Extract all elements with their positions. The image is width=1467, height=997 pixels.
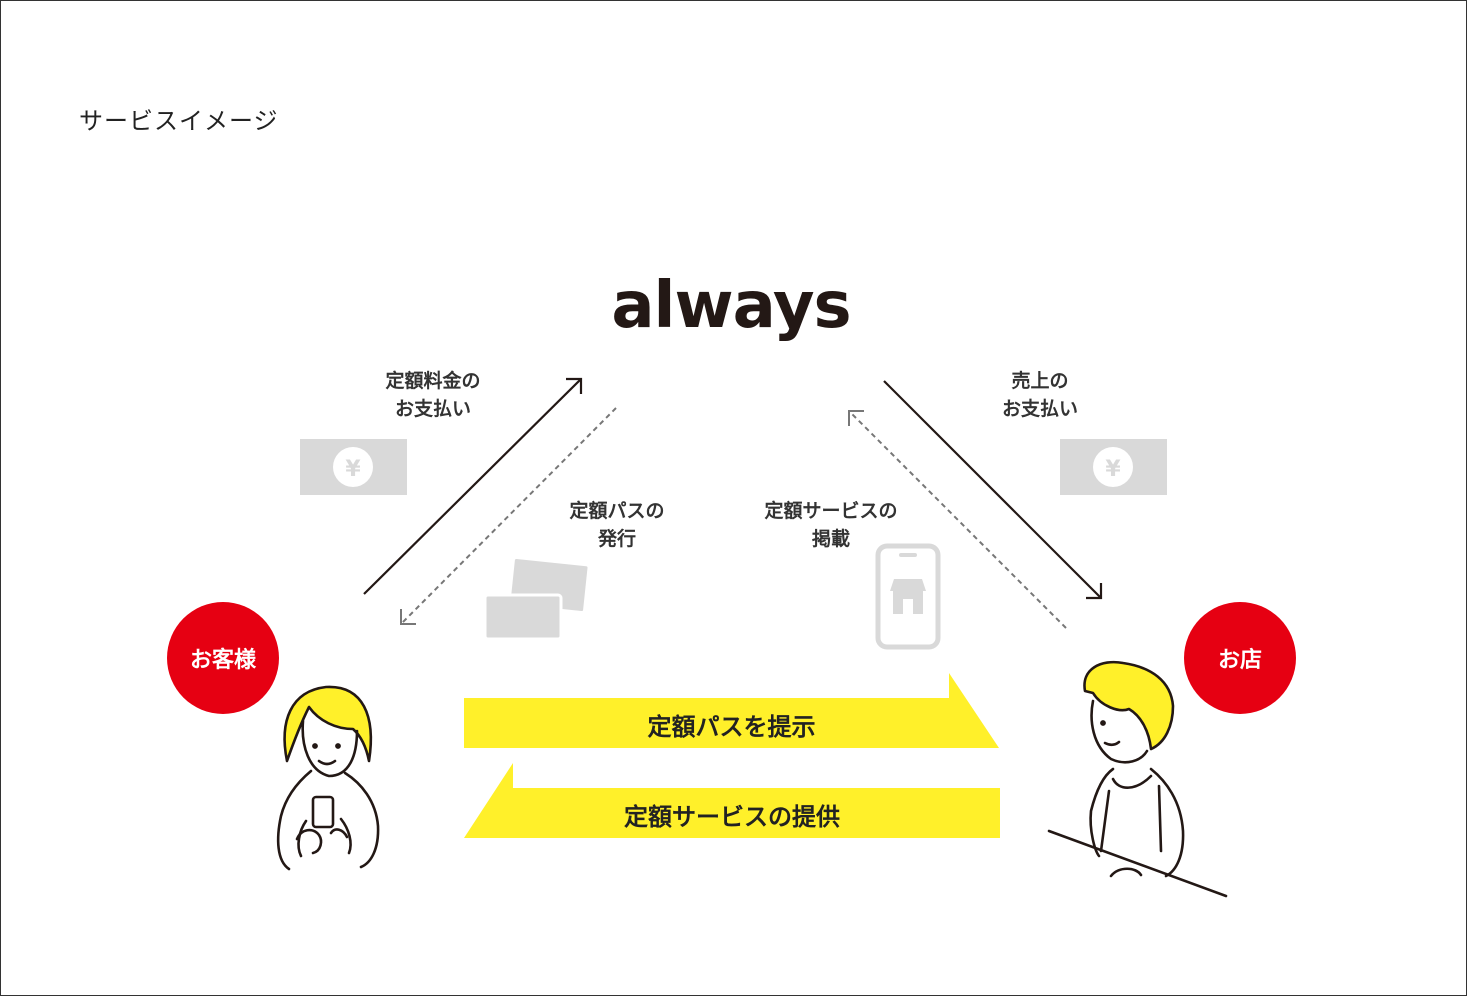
provide-service-label: 定額サービスの提供 (624, 803, 840, 831)
present-pass-label: 定額パスを提示 (647, 713, 816, 741)
pass-issue-label: 定額パスの 発行 (517, 497, 717, 553)
shop-staff-person-icon (1047, 660, 1228, 898)
pass-issue-arrow (400, 407, 617, 625)
always-logo: always (611, 269, 851, 343)
pass-issue-label-line2: 発行 (597, 528, 636, 550)
yen-bill-icon: ¥ (1060, 439, 1167, 495)
fee-payment-label-line1: 定額料金の (385, 370, 481, 392)
customer-badge: お客様 (167, 602, 279, 714)
sales-payment-label-line1: 売上の (1011, 370, 1069, 392)
sales-payment-label: 売上の お支払い (940, 367, 1140, 423)
shop-badge: お店 (1184, 602, 1296, 714)
fee-payment-arrow (363, 377, 583, 595)
fee-payment-label-line2: お支払い (394, 398, 471, 420)
service-listing-arrow (848, 410, 1067, 629)
yen-bill-icon: ¥ (300, 439, 407, 495)
pass-cards-icon (483, 555, 591, 641)
service-listing-label: 定額サービスの 掲載 (731, 497, 931, 553)
service-listing-label-line1: 定額サービスの (764, 500, 898, 522)
fee-payment-label: 定額料金の お支払い (333, 367, 533, 423)
sales-payment-label-line2: お支払い (1001, 398, 1078, 420)
smartphone-shop-icon (875, 543, 941, 650)
sales-payment-arrow (883, 380, 1103, 600)
pass-issue-label-line1: 定額パスの (569, 500, 665, 522)
present-pass-band (464, 673, 999, 748)
service-listing-label-line2: 掲載 (811, 528, 850, 550)
page-title: サービスイメージ (79, 107, 279, 135)
provide-service-band (464, 763, 1000, 838)
svg-text:¥: ¥ (1105, 457, 1121, 482)
svg-text:¥: ¥ (345, 457, 361, 482)
customer-person-icon (276, 685, 380, 871)
